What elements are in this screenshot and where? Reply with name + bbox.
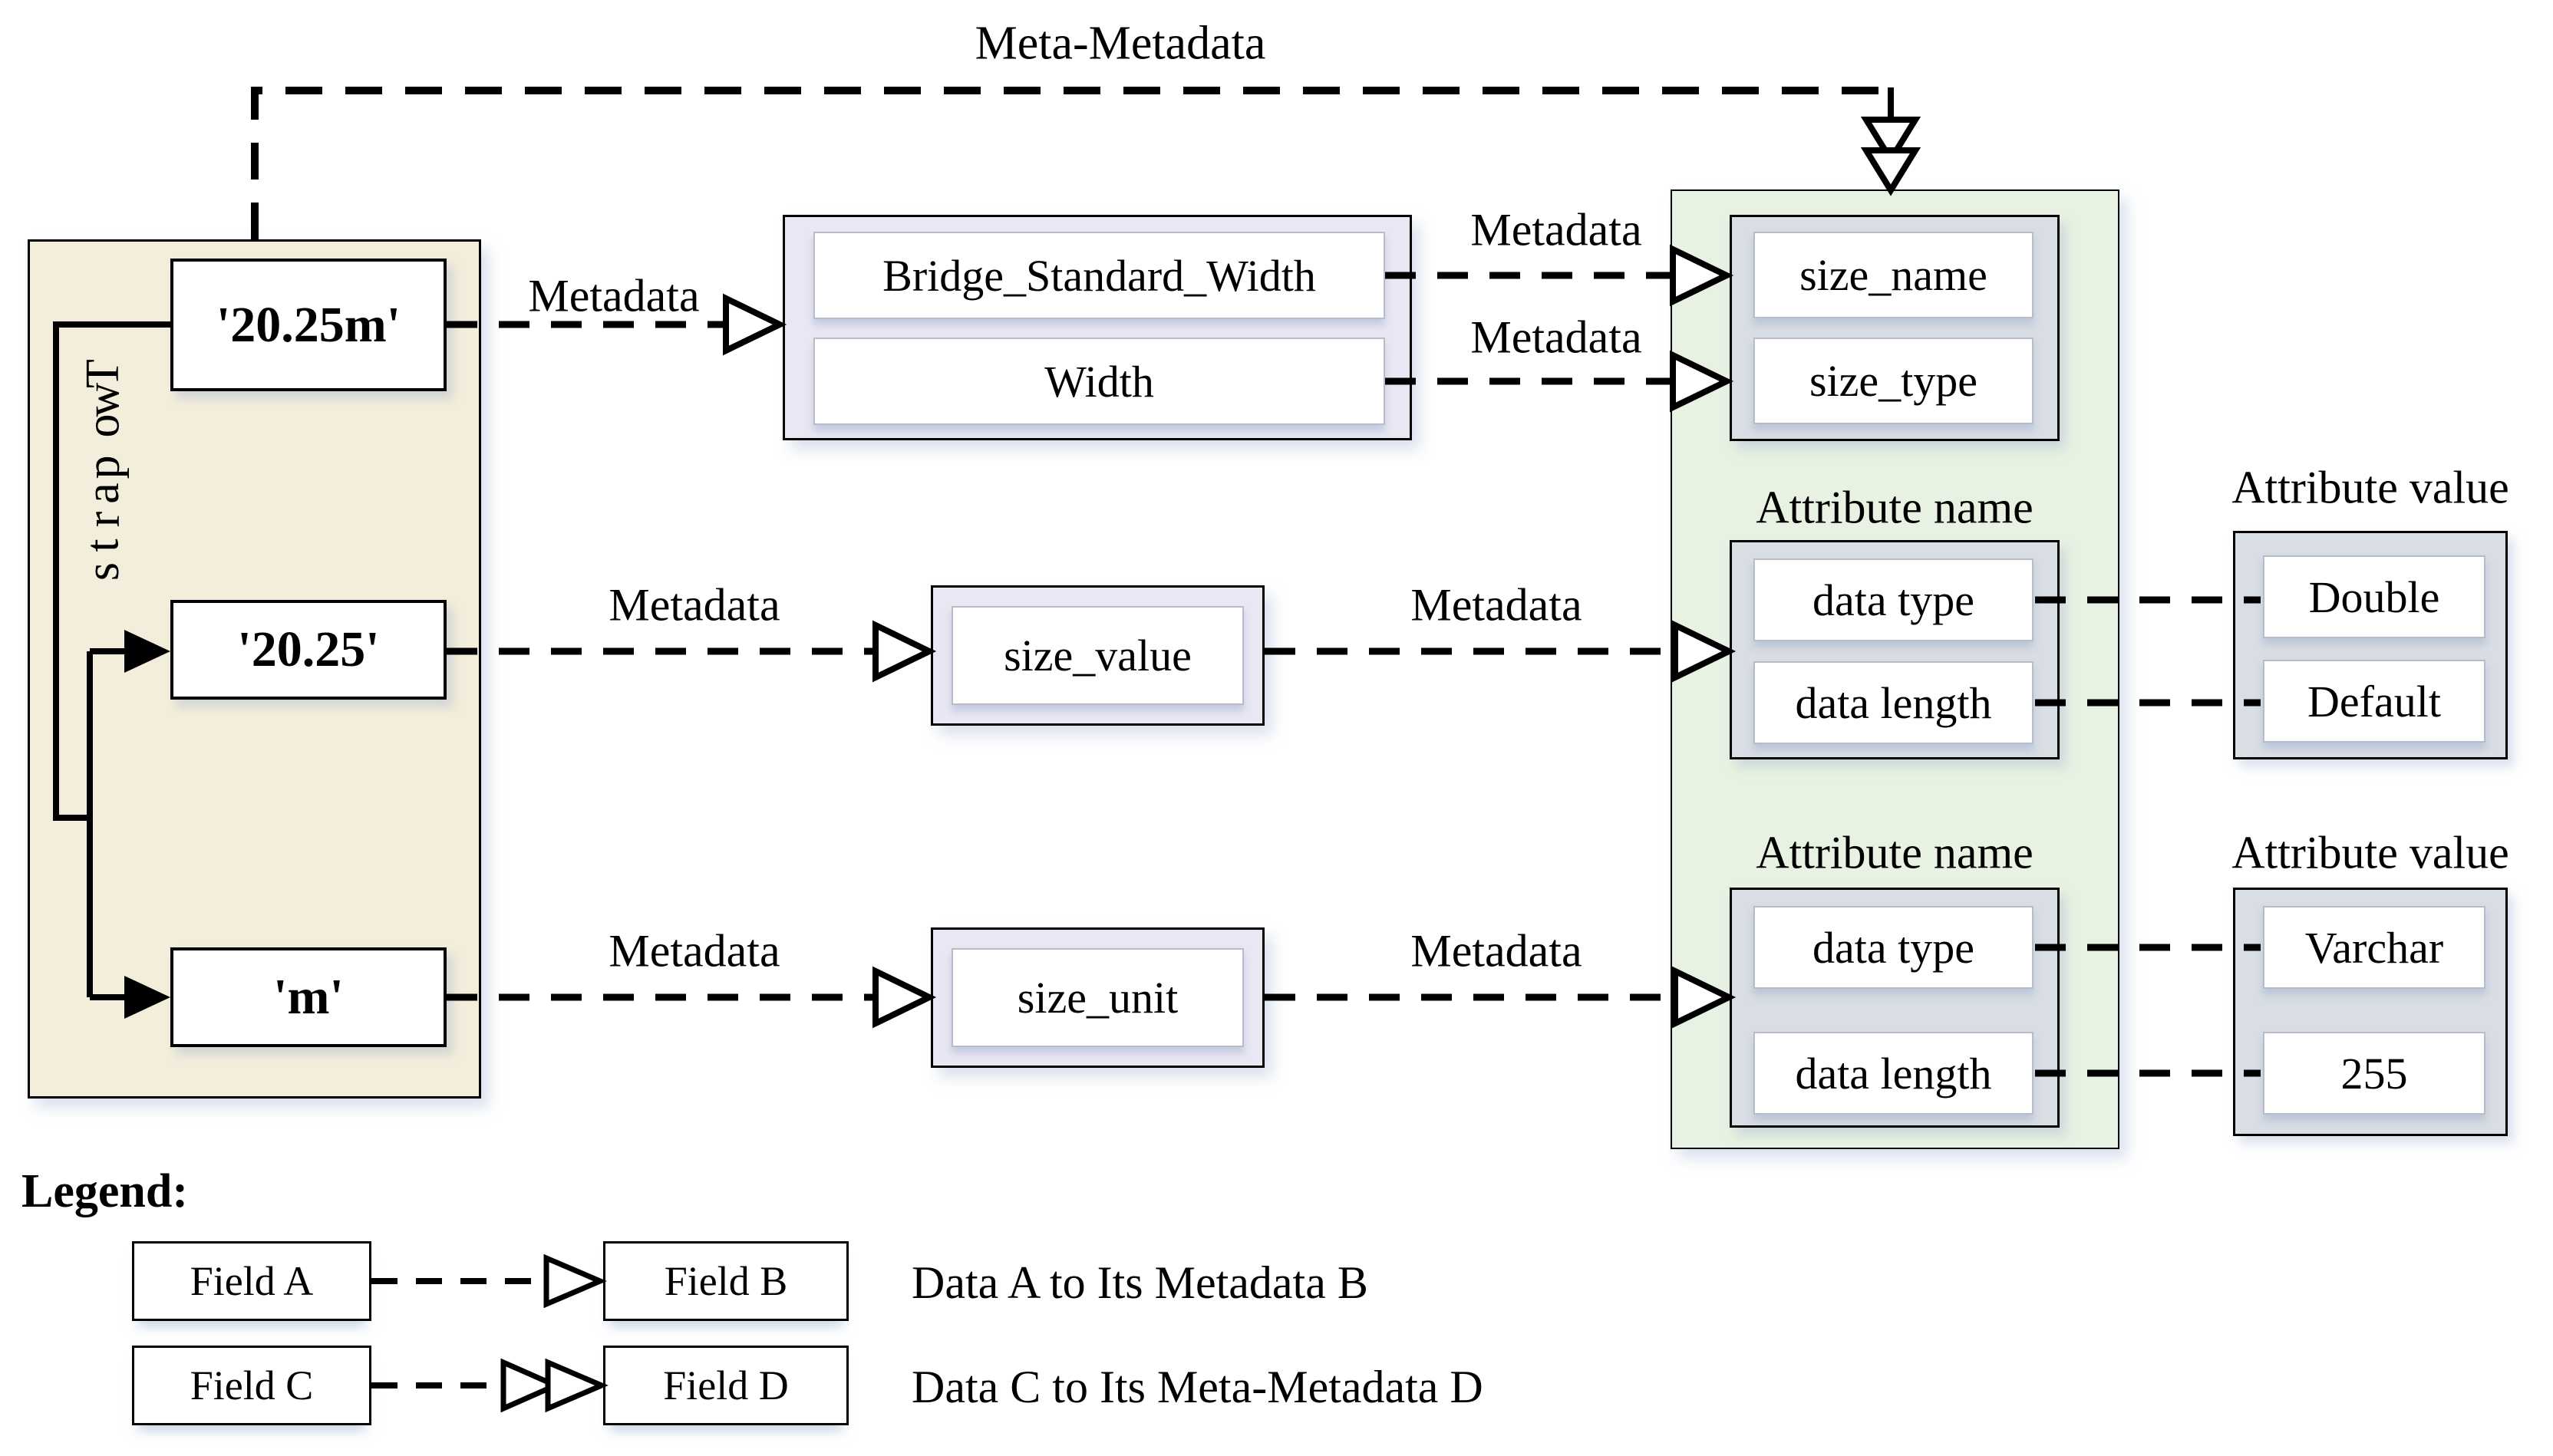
bridge-width-row: Width <box>813 338 1385 425</box>
legend-field-a-box: Field A <box>132 1241 371 1321</box>
legend-description-metadata: Data A to Its Metadata B <box>912 1257 1368 1308</box>
size-name-row: size_name <box>1753 232 2033 318</box>
legend-single-arrow <box>371 1253 607 1309</box>
bridge-name-row: Bridge_Standard_Width <box>813 232 1385 319</box>
value-double-row: Double <box>2263 555 2485 638</box>
double-down-arrow-icon <box>1860 117 1921 166</box>
value-box-unit: 'm' <box>170 947 447 1047</box>
legend-double-arrow <box>371 1358 609 1413</box>
value-box-number: '20.25' <box>170 600 447 700</box>
value-varchar-row: Varchar <box>2263 906 2485 989</box>
double-open-arrow-icon <box>500 1358 562 1413</box>
size-unit-row: size_unit <box>952 948 1244 1047</box>
open-arrow-icon <box>872 966 937 1029</box>
metadata-edge-label-5: Metadata <box>1410 579 1582 631</box>
double-down-arrow-icon <box>1860 147 1921 196</box>
attribute-value-header-2: Attribute value <box>2231 827 2509 878</box>
legend-description-meta-metadata: Data C to Its Meta-Metadata D <box>912 1362 1483 1412</box>
data-length-row-2: data length <box>1753 1032 2033 1115</box>
metadata-edge-label-4: Metadata <box>609 579 780 631</box>
metadata-edge-label-6: Metadata <box>609 925 780 977</box>
size-value-row: size_value <box>952 606 1244 705</box>
data-type-row-1: data type <box>1753 558 2033 641</box>
attribute-value-header-1: Attribute value <box>2231 462 2509 513</box>
meta-metadata-label: Meta-Metadata <box>975 17 1266 70</box>
data-type-row-2: data type <box>1753 906 2033 989</box>
open-arrow-icon <box>872 620 937 683</box>
double-open-arrow-icon <box>545 1358 609 1413</box>
attribute-name-header-2: Attribute name <box>1756 827 2033 878</box>
metadata-edge-label-1: Metadata <box>528 270 700 321</box>
open-arrow-icon <box>723 293 787 356</box>
metadata-edge-label-2: Metadata <box>1470 204 1642 255</box>
legend-field-c-box: Field C <box>132 1346 371 1425</box>
metadata-edge-label-3: Metadata <box>1470 311 1642 363</box>
value-255-row: 255 <box>2263 1032 2485 1115</box>
value-default-row: Default <box>2263 660 2485 743</box>
attribute-name-header-1: Attribute name <box>1756 482 2033 533</box>
legend-title: Legend: <box>21 1165 188 1217</box>
value-box-full: '20.25m' <box>170 259 447 391</box>
metadata-edge-label-7: Metadata <box>1410 925 1582 977</box>
data-length-row-1: data length <box>1753 661 2033 744</box>
open-arrow-icon <box>543 1253 607 1309</box>
legend-field-d-box: Field D <box>603 1346 849 1425</box>
legend-field-b-box: Field B <box>603 1241 849 1321</box>
size-type-row: size_type <box>1753 338 2033 424</box>
